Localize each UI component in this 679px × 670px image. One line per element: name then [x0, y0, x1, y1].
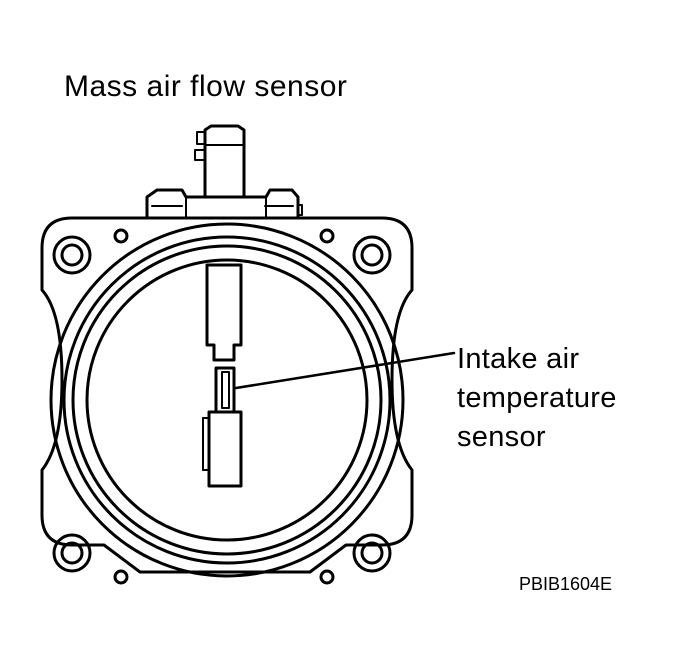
bore-rings	[49, 222, 405, 578]
diagram-title: Mass air flow sensor	[64, 70, 348, 103]
callout-leader	[234, 351, 456, 390]
callout-line-1: Intake air	[457, 343, 580, 375]
intake-air-temperature-sensor-label: Intake air temperature sensor	[457, 340, 617, 457]
callout-line-3: sensor	[457, 421, 546, 453]
bolt-holes	[52, 228, 392, 585]
connector-housing	[145, 124, 303, 220]
sensing-element	[202, 263, 243, 488]
callout-line-2: temperature	[457, 382, 617, 414]
figure-code: PBIB1604E	[519, 574, 613, 594]
